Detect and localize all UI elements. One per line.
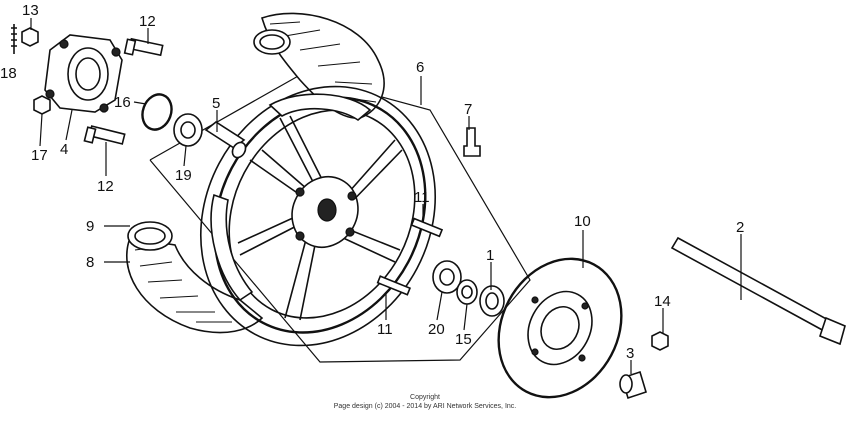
bearing-19-drawing: [173, 113, 203, 147]
label-part-2: 2: [736, 219, 744, 236]
nut-14-drawing: [651, 331, 669, 351]
label-part-4: 4: [60, 141, 68, 158]
label-part-19: 19: [175, 167, 192, 184]
stud-11-upper-drawing: [410, 217, 444, 238]
pin-18-drawing: [11, 24, 17, 54]
label-part-3: 3: [626, 345, 634, 362]
stud-12-lower-drawing: [83, 125, 126, 145]
label-part-7: 7: [464, 101, 472, 118]
upper-tire-drawing: [253, 12, 385, 119]
label-part-15: 15: [455, 331, 472, 348]
bearing-20-drawing: [432, 260, 462, 294]
valve-7-drawing: [463, 127, 481, 157]
collar-1-drawing: [479, 285, 505, 317]
stud-11-lower-drawing: [376, 275, 412, 296]
label-part-6: 6: [416, 59, 424, 76]
label-part-9: 9: [86, 218, 94, 235]
label-part-16: 16: [114, 94, 131, 111]
label-part-5: 5: [212, 95, 220, 112]
rim-band-lower-drawing: [210, 193, 254, 302]
leader-lines: [30, 18, 742, 374]
rim-band-drawing: [268, 93, 372, 121]
label-part-12-upper: 12: [139, 13, 156, 30]
final-driven-flange-drawing: [44, 34, 123, 113]
label-part-11-upper: 11: [414, 189, 430, 206]
nut-13-drawing: [21, 27, 39, 47]
wheel-rim-drawing: [199, 85, 437, 347]
seal-15-drawing: [456, 279, 478, 305]
label-part-17: 17: [31, 147, 48, 164]
label-part-14: 14: [654, 293, 671, 310]
label-part-13: 13: [22, 2, 39, 19]
label-part-10: 10: [574, 213, 591, 230]
label-part-8: 8: [86, 254, 94, 271]
label-part-18: 18: [0, 65, 17, 82]
lower-tire-drawing: [126, 221, 264, 334]
copyright-notice: Copyright Page design (c) 2004 - 2014 by…: [320, 393, 530, 411]
o-ring-16-drawing: [141, 93, 173, 131]
collar-3-drawing: [619, 370, 647, 400]
label-part-12-lower: 12: [97, 178, 114, 195]
nut-17-drawing: [33, 95, 51, 115]
copyright-line-1: Copyright: [410, 394, 440, 401]
axle-2-drawing: [670, 236, 846, 346]
brake-disc-10-drawing: [497, 257, 623, 399]
stud-12-upper-drawing: [123, 37, 164, 57]
label-part-11-lower: 11: [377, 321, 393, 338]
label-part-20: 20: [428, 321, 445, 338]
label-part-1: 1: [486, 247, 494, 264]
spacer-5-drawing: [204, 121, 247, 159]
copyright-line-2: Page design (c) 2004 - 2014 by ARI Netwo…: [333, 403, 517, 410]
